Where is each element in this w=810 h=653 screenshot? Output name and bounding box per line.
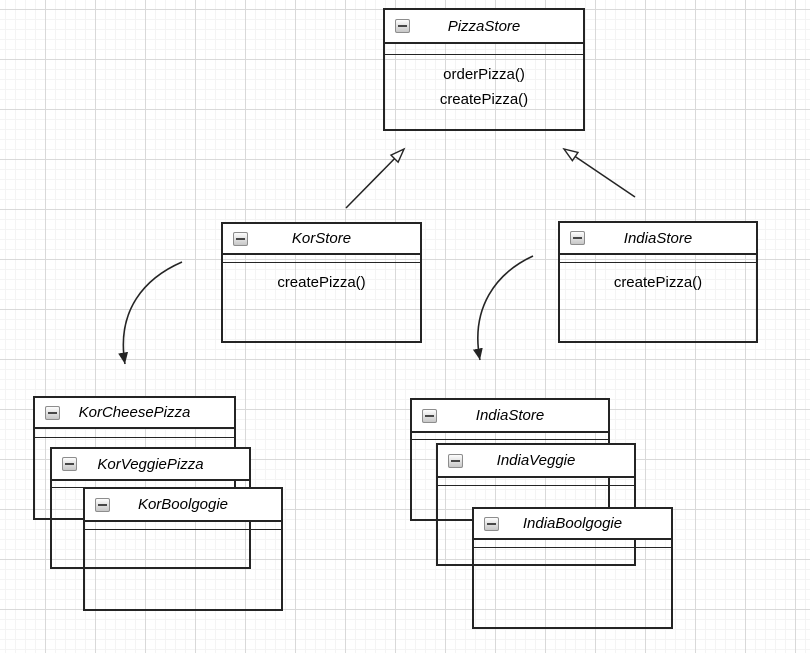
- class-title-bar: KorBoolgogie: [85, 489, 281, 522]
- class-indiastore-2[interactable]: IndiaStore: [410, 398, 610, 521]
- class-title-bar: KorVeggiePizza: [52, 449, 249, 481]
- methods-compartment: orderPizza() createPizza(): [385, 55, 583, 112]
- collapse-minus-icon[interactable]: [395, 19, 410, 33]
- minus-glyph: [48, 411, 57, 414]
- class-korboolgogie[interactable]: KorBoolgogie: [83, 487, 283, 611]
- collapse-minus-icon[interactable]: [45, 405, 60, 420]
- methods-compartment: [438, 486, 634, 493]
- methods-compartment: createPizza(): [560, 263, 756, 295]
- method-label: createPizza(): [439, 91, 529, 108]
- method-label: createPizza(): [277, 274, 366, 291]
- minus-glyph: [98, 503, 107, 506]
- minus-glyph: [65, 463, 74, 465]
- minus-glyph: [425, 414, 434, 417]
- edge-korstore-to-kor-pizzas[interactable]: [118, 261, 183, 365]
- class-name: IndiaStore: [475, 407, 545, 424]
- method-label: orderPizza(): [443, 66, 525, 83]
- minus-glyph: [487, 522, 496, 525]
- minus-glyph: [573, 237, 582, 239]
- class-title-bar: IndiaStore: [412, 400, 608, 433]
- collapse-minus-icon[interactable]: [233, 231, 248, 246]
- class-title-bar: IndiaBoolgogie: [474, 509, 671, 540]
- fields-compartment: [35, 429, 234, 438]
- fields-compartment: [412, 433, 608, 440]
- class-pizzastore[interactable]: PizzaStore orderPizza() createPizza(): [383, 8, 585, 131]
- method-label: createPizza(): [613, 274, 703, 291]
- class-name: KorVeggiePizza: [97, 455, 204, 473]
- edge-indiastore-extends-pizzastore[interactable]: [562, 147, 636, 198]
- minus-glyph: [398, 25, 407, 27]
- class-name: IndiaBoolgogie: [522, 515, 623, 532]
- class-name: IndiaVeggie: [496, 452, 576, 469]
- collapse-minus-icon[interactable]: [484, 516, 499, 531]
- class-name: PizzaStore: [447, 17, 521, 35]
- class-korstore[interactable]: KorStore createPizza(): [221, 222, 422, 343]
- fields-compartment: [223, 255, 420, 263]
- collapse-minus-icon[interactable]: [570, 231, 585, 245]
- class-korveggiepizza[interactable]: KorVeggiePizza: [50, 447, 251, 569]
- methods-compartment: [474, 548, 671, 555]
- edge-indiastore-to-india-pizzas[interactable]: [472, 255, 534, 361]
- class-korcheesepizza[interactable]: KorCheesePizza: [33, 396, 236, 520]
- fields-compartment: [438, 478, 634, 486]
- class-title-bar: IndiaStore: [560, 223, 756, 255]
- class-title-bar: PizzaStore: [385, 10, 583, 44]
- class-indiaveggie[interactable]: IndiaVeggie: [436, 443, 636, 566]
- collapse-minus-icon[interactable]: [62, 457, 77, 471]
- class-title-bar: KorCheesePizza: [35, 398, 234, 429]
- collapse-minus-icon[interactable]: [448, 453, 463, 468]
- class-title-bar: KorStore: [223, 224, 420, 255]
- edge-korstore-extends-pizzastore[interactable]: [345, 147, 406, 209]
- class-indiaboolgogie[interactable]: IndiaBoolgogie: [472, 507, 673, 629]
- fields-compartment: [474, 540, 671, 548]
- fields-compartment: [385, 44, 583, 55]
- methods-compartment: [35, 438, 234, 445]
- class-indiastore[interactable]: IndiaStore createPizza(): [558, 221, 758, 343]
- fields-compartment: [560, 255, 756, 263]
- class-title-bar: IndiaVeggie: [438, 445, 634, 478]
- class-name: IndiaStore: [623, 229, 693, 247]
- collapse-minus-icon[interactable]: [95, 497, 110, 512]
- methods-compartment: createPizza(): [223, 263, 420, 295]
- class-name: KorBoolgogie: [137, 496, 229, 513]
- minus-glyph: [451, 459, 460, 462]
- collapse-minus-icon[interactable]: [422, 408, 437, 423]
- class-name: KorCheesePizza: [78, 404, 191, 421]
- minus-glyph: [236, 237, 245, 240]
- class-name: KorStore: [291, 230, 352, 247]
- methods-compartment: [85, 530, 281, 537]
- fields-compartment: [85, 522, 281, 530]
